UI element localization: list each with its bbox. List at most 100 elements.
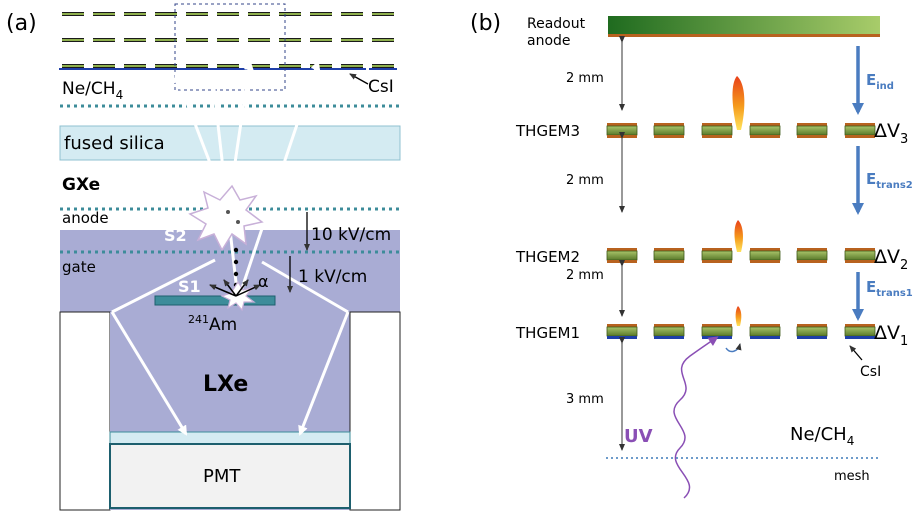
thgem-segment — [93, 12, 115, 16]
csi-pointer — [349, 73, 369, 85]
thgem-segment — [310, 38, 332, 42]
ray — [110, 311, 188, 436]
readout-anode-copper — [608, 34, 880, 37]
pmt-label: PMT — [203, 466, 241, 487]
thgem-pad — [606, 248, 638, 263]
silica-label: fused silica — [64, 133, 165, 154]
avalanche-thgem3 — [732, 76, 745, 130]
avalanche-thgem2 — [734, 220, 743, 252]
csi-b-label: CsI — [860, 364, 881, 380]
thgem-electrodes — [606, 123, 876, 339]
thgem-pad — [796, 123, 828, 138]
gxe-label: GXe — [62, 175, 100, 195]
thgem-segment — [372, 38, 394, 42]
inset-frame — [174, 3, 286, 91]
thgem-segment — [341, 38, 363, 42]
dv1-label: ΔV1 — [874, 322, 908, 349]
e-ind-label: Eind — [866, 71, 894, 92]
thgem-pad — [701, 123, 733, 138]
uv-photon — [673, 336, 719, 499]
panel-a: (a) — [6, 3, 401, 511]
thgem-pad — [606, 324, 638, 339]
csi-b-pointer — [849, 345, 863, 361]
lxe-right-wall — [349, 311, 401, 511]
thgem-pad — [701, 248, 733, 263]
alpha-label: α — [258, 272, 269, 291]
pmt-body — [109, 443, 351, 509]
thgem-segment — [62, 38, 84, 42]
thgem-segment — [310, 12, 332, 16]
thgem-pad — [844, 248, 876, 263]
e-trans1-label: Etrans1 — [866, 278, 913, 299]
thgem-pad — [796, 324, 828, 339]
gap-label: 3 mm — [566, 392, 604, 407]
lxe-label: LXe — [203, 372, 248, 397]
thgem2-label: THGEM2 — [515, 248, 580, 266]
thgem-pad — [653, 248, 685, 263]
uv-label: UV — [624, 426, 653, 447]
thgem-segment — [279, 12, 301, 16]
s2-label: S2 — [164, 226, 187, 245]
thgem-pad — [796, 248, 828, 263]
gas-label: Ne/CH4 — [62, 79, 123, 102]
gap-label: 2 mm — [566, 173, 604, 188]
ray — [236, 60, 321, 301]
ray — [207, 70, 240, 301]
csi-label: CsI — [368, 77, 394, 97]
gap-label: 2 mm — [566, 268, 604, 283]
e-trans2-label: Etrans2 — [866, 170, 913, 191]
s2-dot — [236, 220, 240, 224]
thgem-segment — [248, 38, 270, 42]
field-bottom-label: 1 kV/cm — [298, 267, 367, 287]
avalanche-thgem1 — [735, 306, 742, 326]
pmt-window — [109, 431, 351, 445]
thgem-segment — [93, 38, 115, 42]
thgem-segment — [62, 12, 84, 16]
gap-label: 2 mm — [566, 71, 604, 86]
thgem-segment — [217, 38, 239, 42]
am-source-plate — [154, 295, 276, 306]
thgem-segment — [155, 12, 177, 16]
dv3-label: ΔV3 — [874, 120, 908, 147]
dv2-label: ΔV2 — [874, 246, 908, 273]
thgem-segment — [217, 12, 239, 16]
readout-label-line2: anode — [527, 33, 571, 49]
fused-silica-window — [59, 125, 401, 161]
s1-label: S1 — [178, 277, 201, 296]
panel-b-label: (b) — [470, 11, 501, 36]
thgem-pad — [749, 123, 781, 138]
panel-a-label: (a) — [6, 11, 37, 36]
thgem-pad — [653, 324, 685, 339]
thgem-pad — [749, 324, 781, 339]
mesh-label: mesh — [834, 469, 870, 484]
thgem-segment — [372, 12, 394, 16]
thgem-pad — [844, 123, 876, 138]
ray — [261, 260, 349, 314]
thgem-segment — [124, 38, 146, 42]
thgem-segment — [248, 12, 270, 16]
thgem-pad — [844, 324, 876, 339]
photoelectron-path — [725, 343, 742, 353]
thgem-segment — [186, 12, 208, 16]
thgem-segment — [369, 64, 397, 70]
thgem-pad — [653, 123, 685, 138]
thgem-segment — [341, 12, 363, 16]
anode-label: anode — [62, 209, 109, 227]
ray — [174, 72, 230, 211]
s1-arrows — [209, 279, 261, 297]
readout-anode — [608, 16, 880, 34]
thgem1-label: THGEM1 — [515, 324, 580, 342]
readout-label-line1: Readout — [527, 16, 586, 32]
thgem-segment — [155, 38, 177, 42]
thgem-pad — [701, 324, 733, 339]
thgem-segment — [279, 38, 301, 42]
thgem-segment — [124, 12, 146, 16]
ray — [111, 258, 216, 314]
thgem-segment — [186, 38, 208, 42]
panel-b: (b) Readout anode 2 mm 2 mm 2 mm 3 mm TH… — [470, 11, 913, 499]
s2-flash — [188, 184, 264, 252]
lxe-left-wall — [59, 311, 111, 511]
s2-dot — [226, 210, 230, 214]
thgem-stack — [59, 12, 397, 70]
